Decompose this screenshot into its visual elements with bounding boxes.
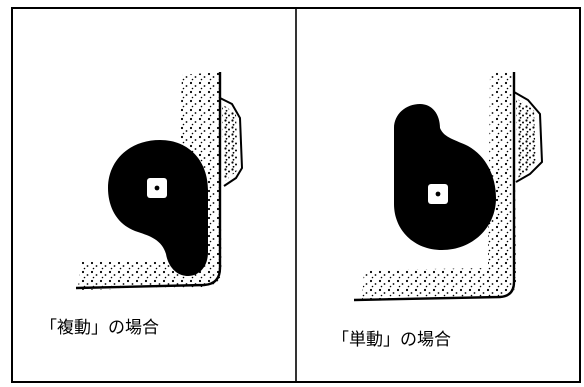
black-part bbox=[394, 104, 496, 250]
bracket-fill bbox=[516, 98, 536, 178]
caption-double-acting: 「複動」の場合 bbox=[40, 318, 159, 338]
wall-bracket bbox=[513, 91, 544, 183]
panel-double-acting: 「複動」の場合 bbox=[40, 72, 244, 338]
wall-bracket bbox=[219, 97, 244, 187]
wall-outline bbox=[75, 72, 222, 290]
black-part bbox=[108, 140, 208, 276]
pivot-dot bbox=[154, 185, 160, 191]
panel-single-acting: 「単動」の場合 bbox=[332, 72, 544, 350]
wall-outline bbox=[353, 72, 516, 302]
caption-single-acting: 「単動」の場合 bbox=[332, 330, 451, 350]
pivot-dot bbox=[435, 191, 441, 197]
bracket-fill bbox=[222, 104, 238, 182]
stipple-wall bbox=[362, 72, 516, 300]
